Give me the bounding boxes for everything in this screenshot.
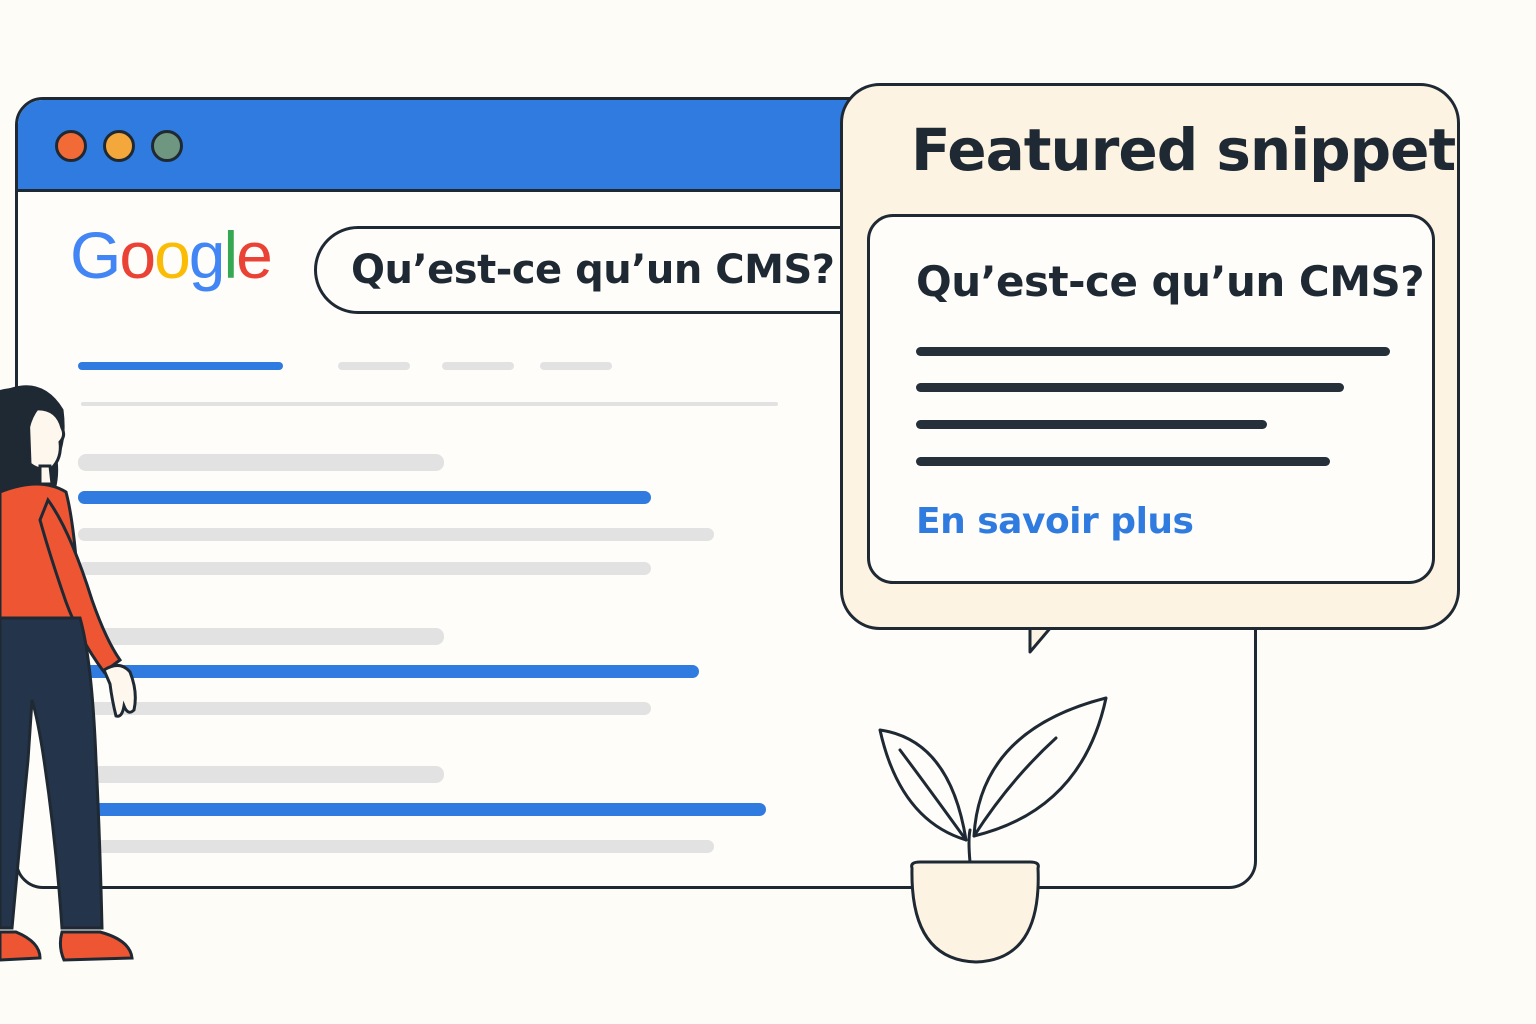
snippet-question: Qu’est-ce qu’un CMS? (916, 257, 1425, 306)
google-logo-letter: G (70, 218, 121, 292)
results-tab[interactable] (338, 362, 410, 370)
result-snippet-placeholder (78, 840, 714, 853)
featured-snippet-callout: Featured snippet Qu’est-ce qu’un CMS? En… (840, 83, 1460, 630)
result-url-placeholder (78, 766, 444, 783)
tab-divider (81, 402, 778, 406)
result-title-link[interactable] (78, 665, 699, 678)
result-snippet-placeholder (78, 528, 714, 541)
google-logo[interactable]: Google (70, 222, 273, 288)
google-logo-letter: o (119, 218, 156, 292)
results-tab[interactable] (540, 362, 612, 370)
results-tab[interactable] (442, 362, 514, 370)
google-logo-letter: o (154, 218, 191, 292)
person-illustration (0, 385, 137, 962)
plant-icon (878, 696, 1108, 964)
result-url-placeholder (78, 628, 444, 645)
search-query-text: Qu’est-ce qu’un CMS? (351, 247, 835, 293)
google-logo-letter: e (236, 218, 273, 292)
google-logo-letter: l (223, 218, 239, 292)
snippet-text-line (916, 457, 1330, 466)
result-snippet-placeholder (78, 702, 651, 715)
learn-more-link[interactable]: En savoir plus (916, 501, 1194, 542)
search-input[interactable]: Qu’est-ce qu’un CMS? (314, 226, 934, 314)
result-url-placeholder (78, 454, 444, 471)
results-tab-active[interactable] (78, 362, 283, 370)
window-close-dot-icon[interactable] (55, 130, 87, 162)
window-minimize-dot-icon[interactable] (103, 130, 135, 162)
google-logo-letter: g (188, 218, 226, 292)
snippet-title: Featured snippet (911, 116, 1456, 184)
snippet-text-line (916, 420, 1267, 429)
result-snippet-placeholder (78, 562, 651, 575)
snippet-card: Qu’est-ce qu’un CMS? En savoir plus (867, 214, 1435, 584)
result-title-link[interactable] (78, 803, 766, 816)
window-zoom-dot-icon[interactable] (151, 130, 183, 162)
result-title-link[interactable] (78, 491, 651, 504)
snippet-text-line (916, 347, 1390, 356)
snippet-text-line (916, 383, 1344, 392)
